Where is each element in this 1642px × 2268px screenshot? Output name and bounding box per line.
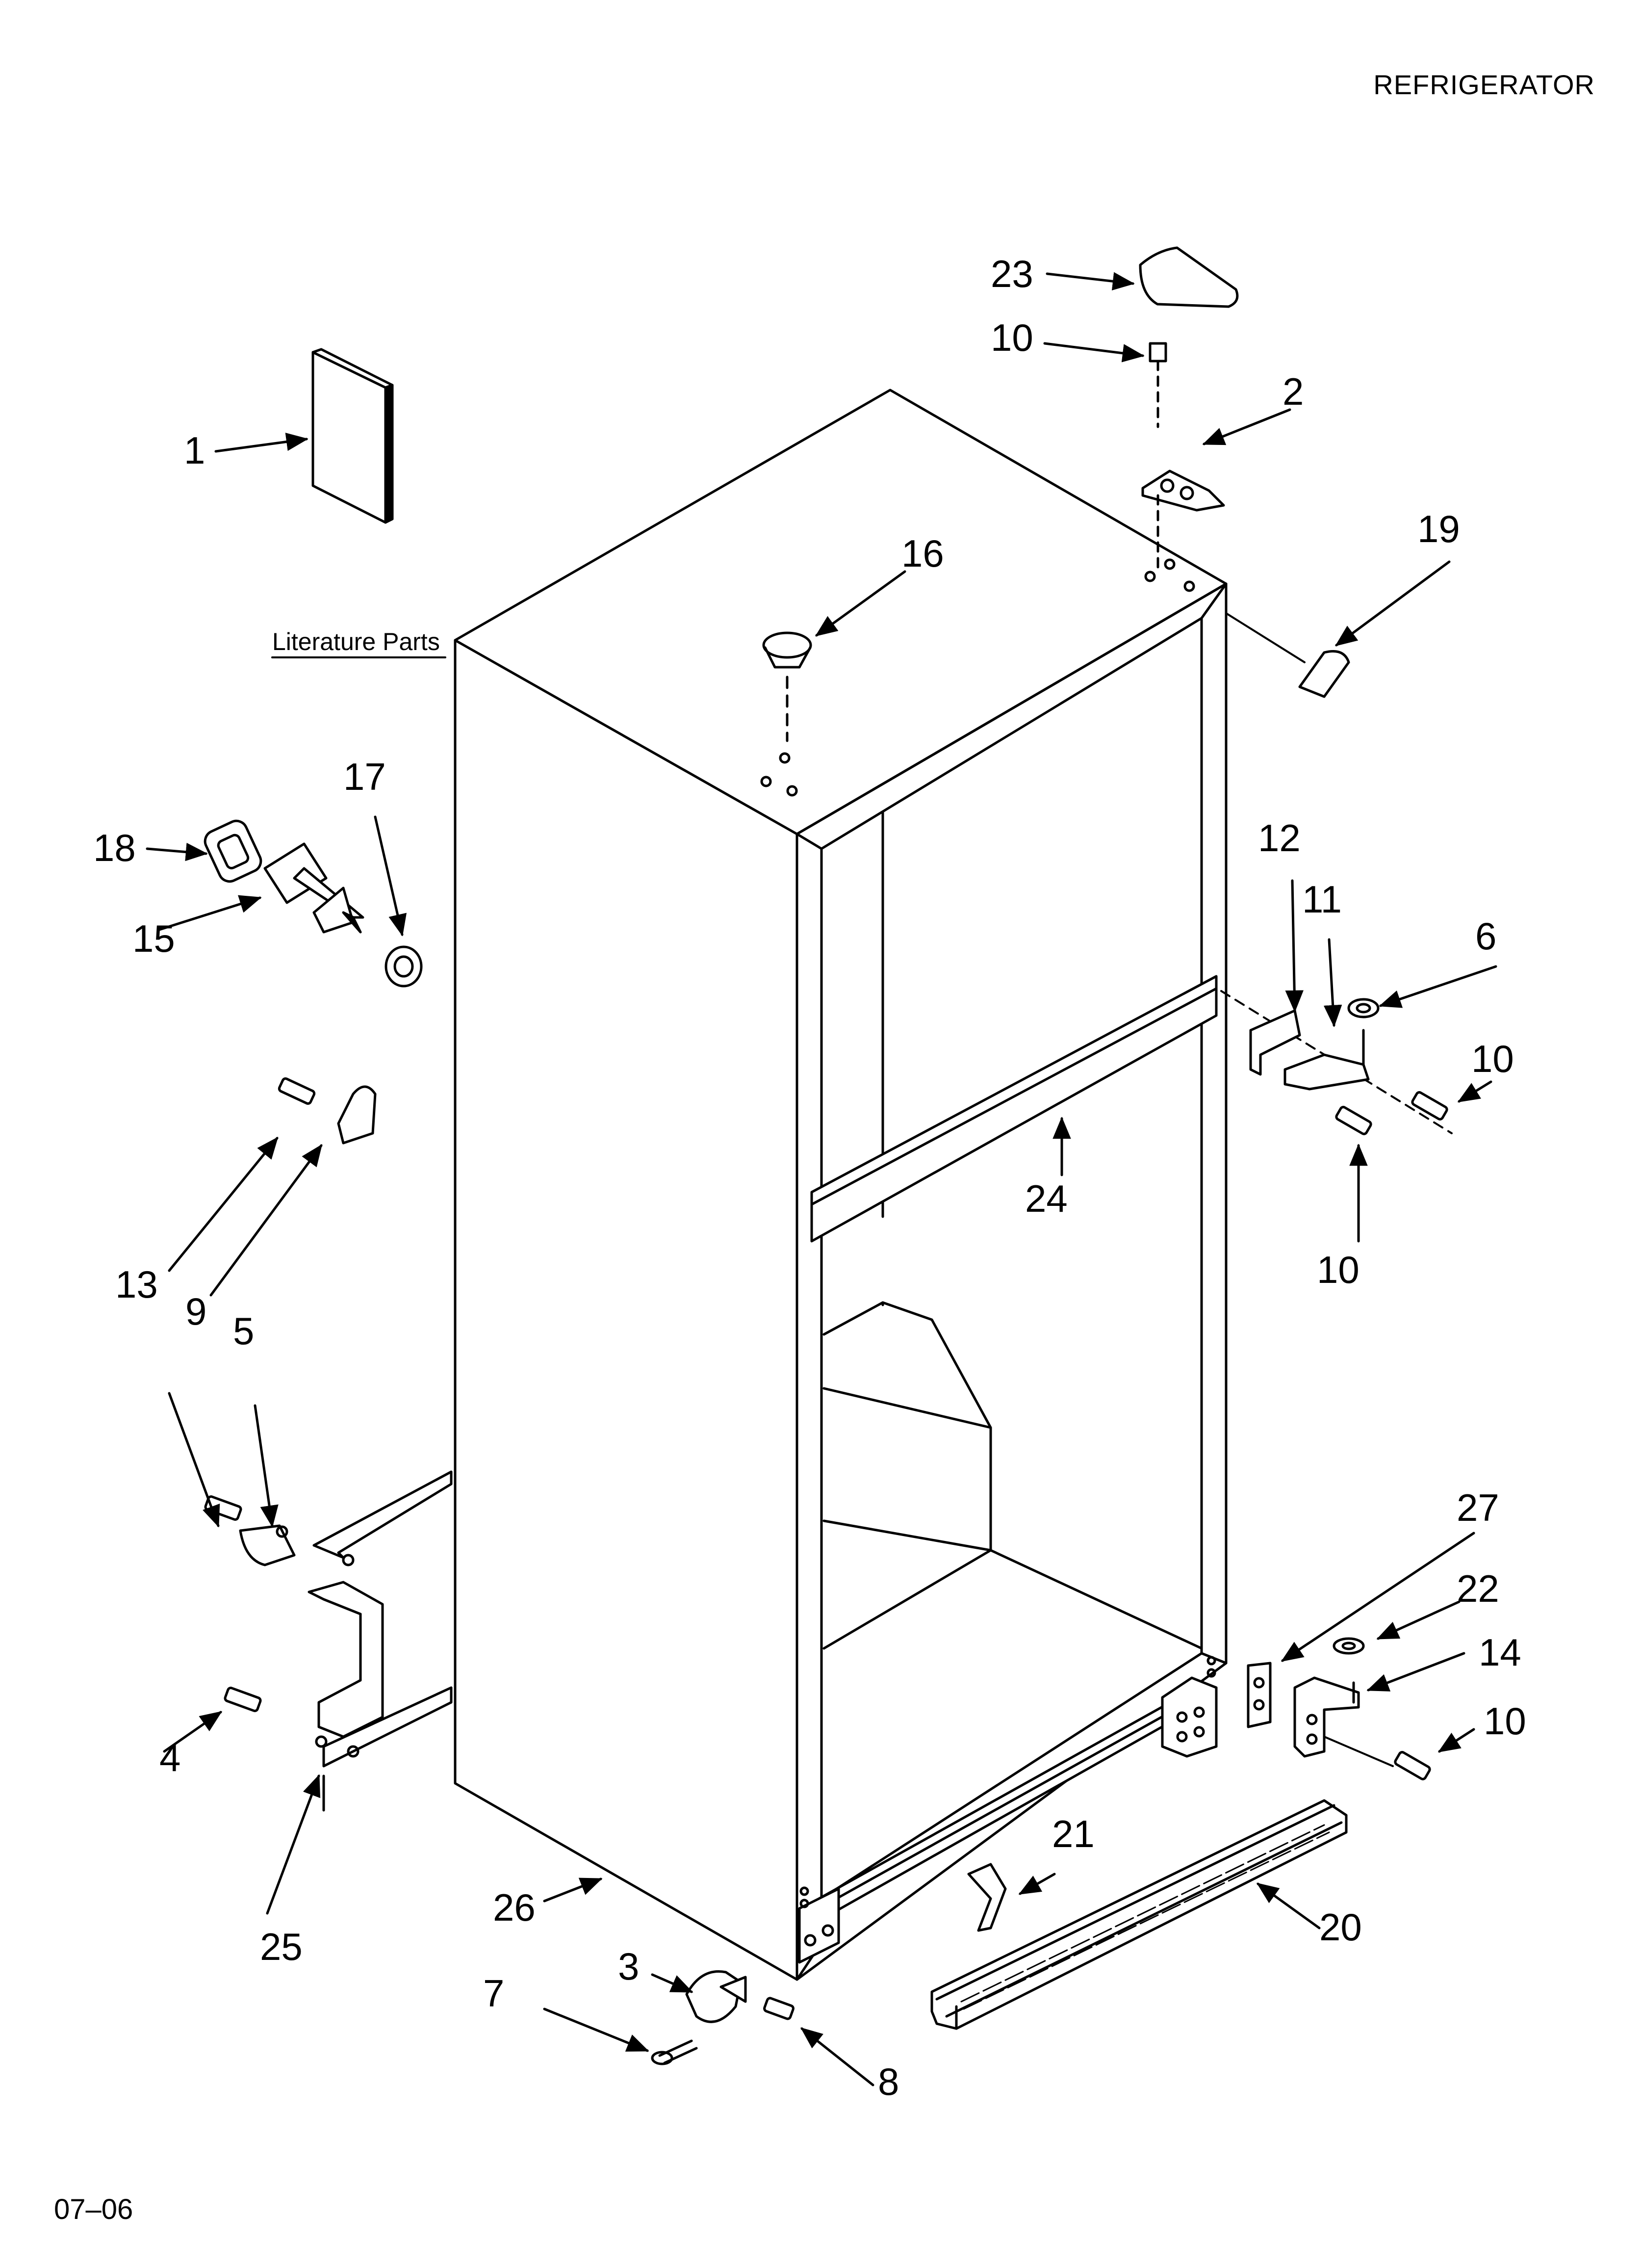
callout-9: 9 bbox=[185, 1290, 206, 1333]
literature-parts-booklet bbox=[311, 348, 394, 524]
clip-screw-upper bbox=[278, 1077, 377, 1145]
callout-17: 17 bbox=[343, 755, 386, 798]
middle-hinge-parts bbox=[1220, 990, 1453, 1135]
bottom-hinge-parts bbox=[651, 1970, 795, 2065]
callout-21: 21 bbox=[1052, 1812, 1095, 1855]
callout-10-mid-lower: 10 bbox=[1317, 1248, 1360, 1291]
callout-6: 6 bbox=[1475, 914, 1496, 958]
hinge-pin-part bbox=[263, 842, 364, 934]
callout-19: 19 bbox=[1417, 507, 1460, 550]
callout-5: 5 bbox=[233, 1309, 254, 1353]
callout-24: 24 bbox=[1025, 1177, 1068, 1220]
clamp-screw-lower bbox=[204, 1495, 296, 1566]
callout-10-bottom: 10 bbox=[1484, 1699, 1526, 1743]
leader-lines bbox=[146, 272, 1497, 2086]
callout-12: 12 bbox=[1258, 816, 1301, 860]
callout-26: 26 bbox=[493, 1886, 536, 1929]
callout-27: 27 bbox=[1457, 1486, 1499, 1529]
toe-grille bbox=[930, 1799, 1348, 2030]
screw-part-4 bbox=[224, 1687, 262, 1712]
literature-parts-label: Literature Parts bbox=[272, 628, 440, 655]
callout-13: 13 bbox=[115, 1263, 158, 1306]
plug-button bbox=[762, 631, 812, 742]
refrigerator-cabinet bbox=[454, 389, 1228, 1981]
callout-7: 7 bbox=[483, 1972, 504, 2015]
callout-11: 11 bbox=[1302, 878, 1342, 921]
callout-22: 22 bbox=[1457, 1567, 1499, 1610]
callout-8: 8 bbox=[878, 2060, 899, 2103]
hinge-cover-part bbox=[1225, 612, 1350, 698]
callout-1: 1 bbox=[184, 429, 205, 472]
callout-20: 20 bbox=[1319, 1905, 1362, 1949]
callout-23: 23 bbox=[991, 252, 1033, 295]
callout-3: 3 bbox=[618, 1945, 639, 1988]
footer-date-code: 07–06 bbox=[54, 2193, 133, 2225]
callout-16: 16 bbox=[901, 532, 944, 575]
callout-10-mid-right: 10 bbox=[1471, 1037, 1514, 1080]
hinge-cap bbox=[1139, 246, 1239, 308]
leveling-bracket bbox=[308, 1470, 453, 1812]
callout-15: 15 bbox=[132, 917, 175, 960]
top-hinge bbox=[1141, 342, 1225, 571]
lower-hinge-parts bbox=[1247, 1637, 1431, 1780]
callout-10-top: 10 bbox=[991, 316, 1033, 359]
callout-25: 25 bbox=[260, 1925, 303, 1968]
bushing-part bbox=[385, 945, 423, 988]
grommet-part bbox=[204, 819, 262, 883]
callout-4: 4 bbox=[159, 1736, 180, 1779]
callout-14: 14 bbox=[1479, 1631, 1521, 1674]
callout-2: 2 bbox=[1283, 370, 1304, 413]
callout-18: 18 bbox=[93, 826, 136, 869]
header-title: REFRIGERATOR bbox=[1373, 69, 1595, 100]
